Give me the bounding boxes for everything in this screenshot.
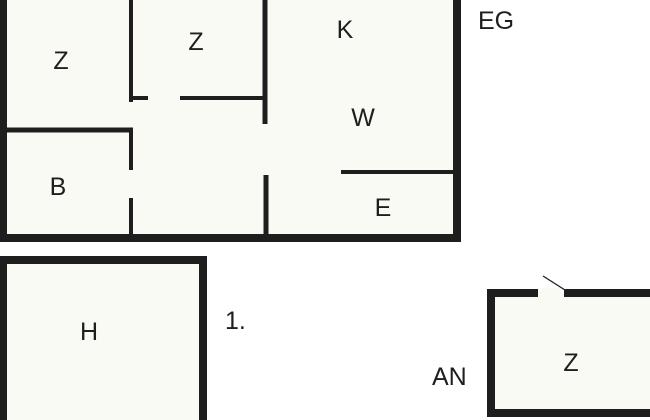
eg-outer-wall [0,0,461,242]
first-floor-plan: H [0,256,207,420]
an-door-leaf [542,275,566,291]
room-label-k: K [337,16,354,44]
floor-label-an: AN [432,363,467,391]
room-label-w: W [351,104,375,132]
eg-floor-plan: Z Z K W B E [0,0,461,242]
floor-label-first: 1. [225,307,246,335]
an-floor-plan: Z [487,275,650,417]
room-label-z-left: Z [53,47,68,75]
eg-floor-fill [3,0,457,238]
room-label-e: E [375,194,392,222]
room-label-h: H [80,318,98,346]
an-floor-fill [491,293,650,413]
room-label-b: B [50,173,67,201]
floor-label-eg: EG [478,7,514,35]
first-floor-fill [3,260,203,420]
an-outer-wall [487,289,650,417]
an-door-gap [538,288,564,298]
first-outer-wall [0,256,207,420]
room-label-an-z: Z [563,349,578,377]
room-label-z-mid: Z [188,28,203,56]
